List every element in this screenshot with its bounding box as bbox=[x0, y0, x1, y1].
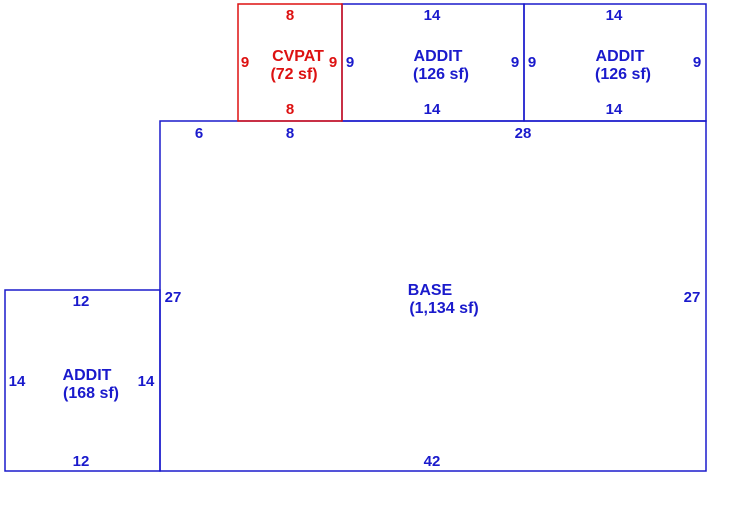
cvpat-dim-top: 8 bbox=[286, 7, 294, 24]
addit-top-middle-dim-bottom: 14 bbox=[424, 101, 441, 118]
addit-left-dim-right: 14 bbox=[138, 373, 155, 390]
cvpat-area: 8 9 9 8 CVPAT (72 sf) bbox=[241, 7, 337, 118]
area-outlines bbox=[4, 3, 707, 472]
addit-top-middle-dim-top: 14 bbox=[424, 7, 441, 24]
addit-left-area: 12 14 14 12 ADDIT (168 sf) bbox=[9, 293, 155, 470]
base-dim-right: 27 bbox=[684, 289, 701, 306]
base-area: 6 8 28 27 27 42 BASE (1,134 sf) bbox=[165, 125, 701, 470]
addit-top-right-dim-bottom: 14 bbox=[606, 101, 623, 118]
addit-top-middle-area: 14 9 9 14 ADDIT (126 sf) bbox=[346, 7, 519, 118]
addit-left-dim-top: 12 bbox=[73, 293, 90, 310]
addit-left-dim-bottom: 12 bbox=[73, 453, 90, 470]
addit-top-right-name: ADDIT bbox=[596, 48, 645, 65]
cvpat-area-size: (72 sf) bbox=[270, 66, 317, 83]
addit-top-middle-area-size: (126 sf) bbox=[413, 66, 469, 83]
base-dim-top-mid: 8 bbox=[286, 125, 294, 142]
cvpat-dim-left: 9 bbox=[241, 54, 249, 71]
addit-top-right-outline bbox=[523, 3, 707, 122]
cvpat-dim-bottom: 8 bbox=[286, 101, 294, 118]
base-dim-top-left: 6 bbox=[195, 125, 203, 142]
cvpat-outline bbox=[237, 3, 343, 122]
addit-top-right-dim-left: 9 bbox=[528, 54, 536, 71]
addit-left-area-size: (168 sf) bbox=[63, 385, 119, 402]
addit-left-dim-left: 14 bbox=[9, 373, 26, 390]
addit-top-middle-dim-left: 9 bbox=[346, 54, 354, 71]
addit-top-right-dim-right: 9 bbox=[693, 54, 701, 71]
base-name: BASE bbox=[408, 282, 453, 299]
addit-top-right-area-size: (126 sf) bbox=[595, 66, 651, 83]
addit-top-middle-dim-right: 9 bbox=[511, 54, 519, 71]
addit-top-right-dim-top: 14 bbox=[606, 7, 623, 24]
base-dim-top-right: 28 bbox=[515, 125, 532, 142]
base-dim-bottom: 42 bbox=[424, 453, 441, 470]
base-area-size: (1,134 sf) bbox=[409, 300, 478, 317]
addit-top-middle-name: ADDIT bbox=[414, 48, 463, 65]
base-dim-left: 27 bbox=[165, 289, 182, 306]
addit-top-right-area: 14 9 9 14 ADDIT (126 sf) bbox=[528, 7, 701, 118]
addit-left-name: ADDIT bbox=[63, 367, 112, 384]
cvpat-dim-right: 9 bbox=[329, 54, 337, 71]
addit-left-outline bbox=[4, 289, 161, 472]
cvpat-name: CVPAT bbox=[272, 48, 324, 65]
